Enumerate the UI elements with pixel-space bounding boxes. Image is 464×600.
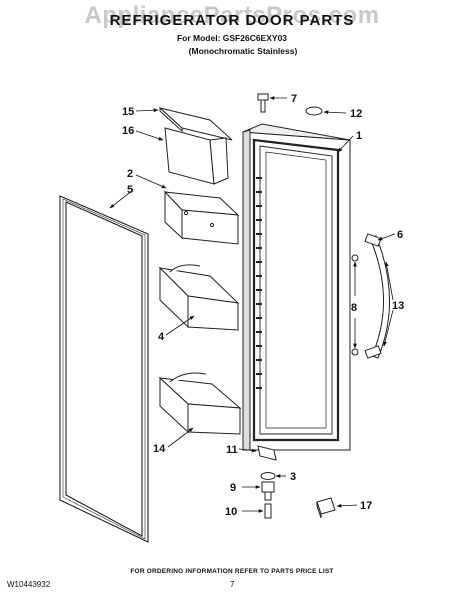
door-bin-upper bbox=[163, 190, 240, 245]
callout-labels: 15 16 2 5 4 14 7 12 1 6 8 13 11 3 9 10 1… bbox=[122, 93, 404, 518]
hinge-cam bbox=[261, 481, 275, 501]
watermark: AppliancePartsPros.com bbox=[84, 2, 380, 29]
door-handle bbox=[351, 233, 390, 359]
hinge-pin bbox=[264, 503, 272, 519]
variant-line: (Monochromatic Stainless) bbox=[188, 46, 298, 56]
page-number: 7 bbox=[230, 580, 235, 589]
callout-14: 14 bbox=[153, 443, 166, 455]
page-title: REFRIGERATOR DOOR PARTS bbox=[109, 12, 355, 29]
callout-8: 8 bbox=[351, 302, 357, 314]
door-bin-middle bbox=[158, 264, 240, 331]
door-bin-lower bbox=[158, 372, 242, 435]
ordering-info: FOR ORDERING INFORMATION REFER TO PARTS … bbox=[130, 568, 334, 575]
model-line: For Model: GSF26C6EXY03 bbox=[176, 33, 288, 43]
callout-7: 7 bbox=[291, 93, 297, 105]
callout-4: 4 bbox=[158, 331, 165, 343]
door-plug bbox=[305, 106, 323, 116]
callout-17: 17 bbox=[360, 500, 372, 512]
callout-2: 2 bbox=[127, 168, 133, 180]
callout-5: 5 bbox=[127, 184, 133, 196]
callout-11: 11 bbox=[226, 444, 238, 456]
door-gasket bbox=[59, 195, 149, 543]
door-stop bbox=[316, 497, 336, 519]
hinge-washer bbox=[260, 472, 276, 480]
leader-lines bbox=[109, 96, 396, 513]
hinge-screw-top bbox=[257, 93, 269, 113]
dairy-door bbox=[164, 127, 229, 185]
callout-10: 10 bbox=[225, 506, 237, 518]
shelf-supports bbox=[256, 177, 262, 389]
callout-16: 16 bbox=[122, 125, 134, 137]
callout-15: 15 bbox=[122, 106, 134, 118]
callout-12: 12 bbox=[350, 108, 362, 120]
refrigerator-door bbox=[242, 123, 351, 451]
hinge-bushing bbox=[257, 445, 277, 461]
callout-6: 6 bbox=[397, 229, 403, 241]
callout-9: 9 bbox=[230, 482, 236, 494]
callout-3: 3 bbox=[290, 471, 296, 483]
dairy-cover bbox=[159, 106, 233, 141]
callout-1: 1 bbox=[356, 130, 362, 142]
document-number: W10443932 bbox=[7, 580, 51, 589]
callout-13: 13 bbox=[392, 300, 404, 312]
